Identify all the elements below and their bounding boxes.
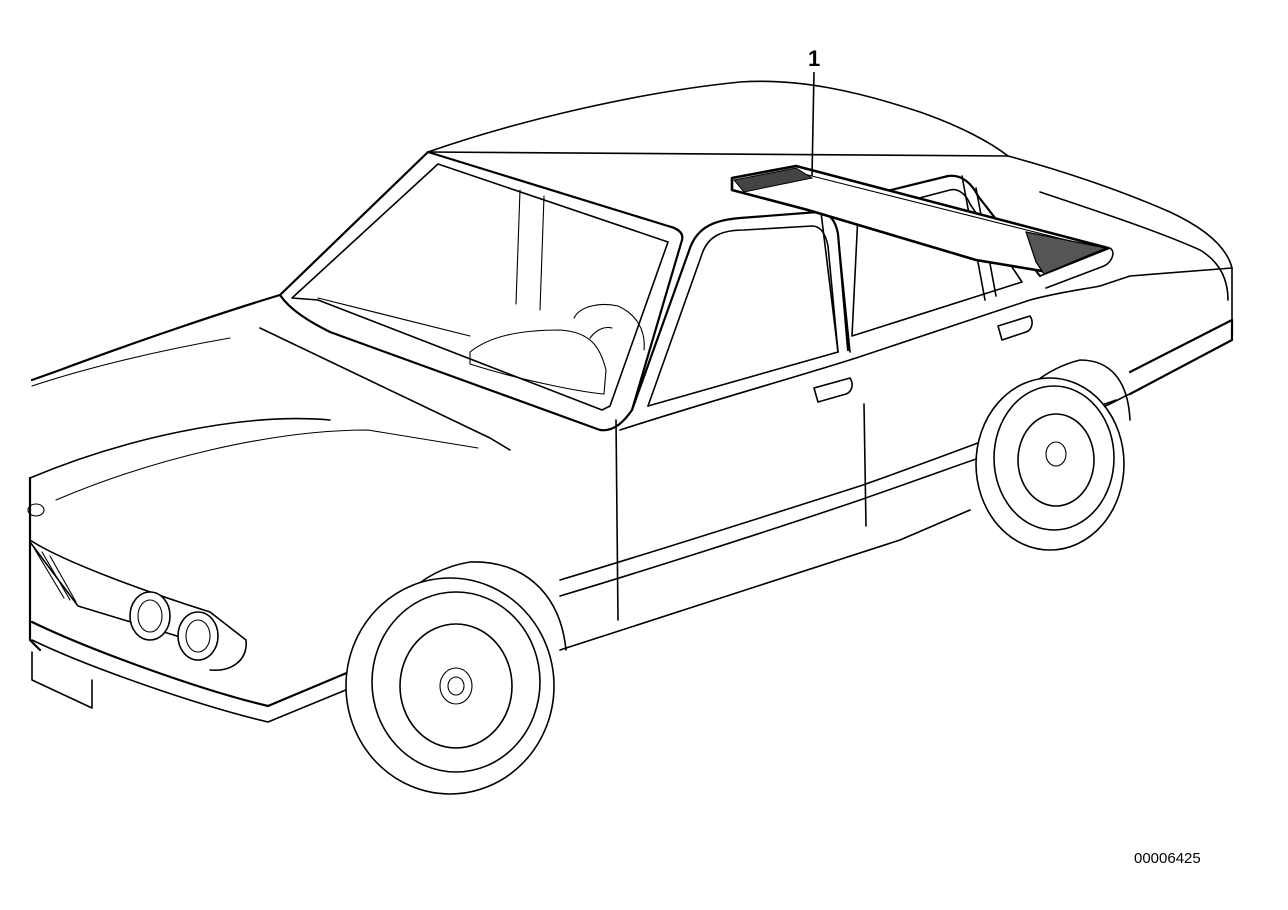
sunroof-seal-front-segment — [733, 167, 814, 193]
diagram-number: 00006425 — [1134, 850, 1201, 867]
car-illustration — [27, 80, 1234, 795]
callout-1[interactable]: 1 — [808, 46, 820, 177]
rear-wheel — [975, 377, 1125, 551]
callout-1-label: 1 — [808, 46, 820, 71]
callout-1-leader-line — [811, 71, 815, 177]
front-wheel — [345, 577, 555, 795]
sunroof-seal-rear-segment — [1025, 231, 1109, 275]
sunroof-seal-part[interactable] — [730, 164, 1110, 274]
